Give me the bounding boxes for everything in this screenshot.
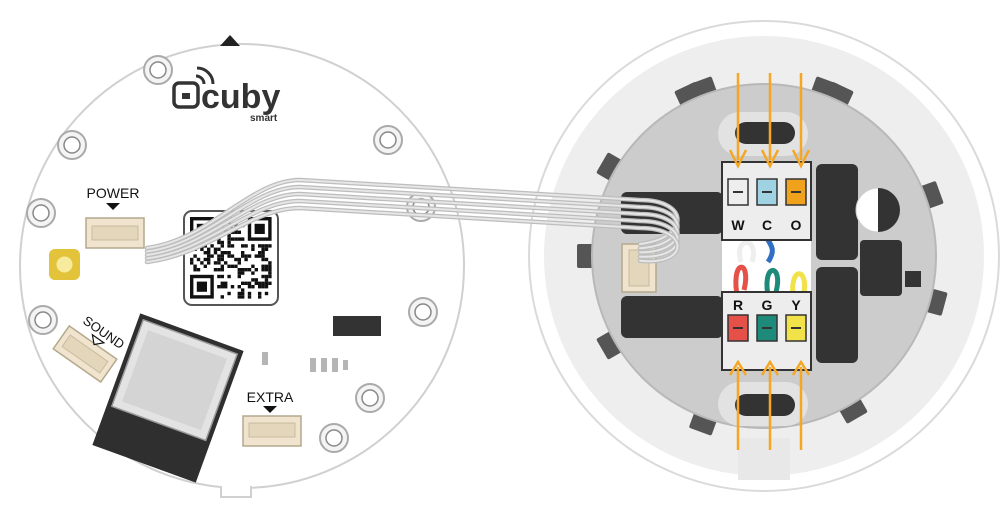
arrow-up-icon (791, 359, 811, 450)
plate-clip (596, 152, 623, 182)
level-indicator (855, 187, 901, 233)
terminal-c: C (756, 178, 778, 233)
plate-clip (577, 244, 595, 268)
jumper-wire-y (790, 271, 808, 297)
orientation-up-icon (220, 35, 240, 46)
terminal-g: G (756, 297, 778, 342)
wall-block (860, 240, 902, 296)
extra-connector (242, 415, 302, 447)
mounting-hole (373, 125, 403, 155)
logo-square-dot (182, 93, 190, 99)
logo-square-icon (172, 81, 200, 109)
mounting-hole (143, 55, 173, 85)
battery-module (92, 313, 244, 483)
smd-component (332, 358, 338, 372)
cuby-logo: cuby smart (172, 66, 280, 124)
cuby-board: cuby smart POWER SOUND (19, 35, 465, 498)
terminal-y: Y (785, 297, 807, 342)
mounting-hole (57, 130, 87, 160)
wall-block (816, 267, 858, 363)
arrow-down-icon (791, 73, 811, 169)
arrow-down-icon (760, 73, 780, 169)
mounting-hole (355, 383, 385, 413)
brand-tagline: smart (250, 113, 278, 124)
board-notch-mask (219, 478, 253, 486)
arrow-up-icon (728, 359, 748, 450)
smd-component (310, 358, 316, 372)
power-down-arrow-icon (106, 203, 120, 210)
mounting-hole (28, 305, 58, 335)
mounting-slot-bottom (718, 382, 808, 426)
terminal-label: O (791, 217, 802, 233)
smd-component (321, 358, 327, 372)
smd-component (262, 352, 268, 365)
mounting-hole (26, 198, 56, 228)
terminal-o: O (785, 178, 807, 233)
cable-passthrough (738, 438, 790, 480)
terminal-label: W (731, 217, 745, 233)
terminal-label: Y (791, 297, 801, 313)
wall-block (905, 271, 921, 287)
wall-block (816, 164, 858, 260)
plate-clip (596, 330, 623, 360)
wall-block (621, 296, 723, 338)
terminal-w: W (727, 178, 749, 233)
jumper-wire-g (764, 268, 781, 301)
jumper-wire-r (733, 264, 749, 301)
sound-down-arrow-icon (91, 333, 106, 346)
mounting-slot-top (718, 112, 808, 156)
terminals: W C O R G Y (727, 178, 807, 342)
wire-insertion-arrows (728, 73, 811, 450)
brand-name: cuby (201, 78, 280, 116)
test-pad (49, 249, 80, 280)
chip-component (333, 316, 381, 336)
ribbon-cable (144, 177, 680, 265)
wall-plate: W C O R G Y (528, 20, 1000, 492)
mounting-hole (408, 297, 438, 327)
terminal-label: C (762, 217, 772, 233)
power-connector (85, 217, 145, 249)
terminal-label: G (762, 297, 773, 313)
mounting-hole (319, 423, 349, 453)
terminal-label: R (733, 297, 743, 313)
plate-clip (838, 397, 868, 424)
power-label: POWER (87, 185, 140, 201)
logo-wifi-icon (196, 66, 215, 85)
extra-label: EXTRA (247, 389, 294, 405)
smd-component (343, 360, 348, 370)
arrow-up-icon (760, 359, 780, 450)
extra-down-arrow-icon (263, 406, 277, 413)
logo-wifi-icon (195, 74, 206, 85)
jumper-wire-w (737, 240, 756, 263)
arrow-down-icon (728, 73, 748, 169)
terminal-r: R (727, 297, 749, 342)
